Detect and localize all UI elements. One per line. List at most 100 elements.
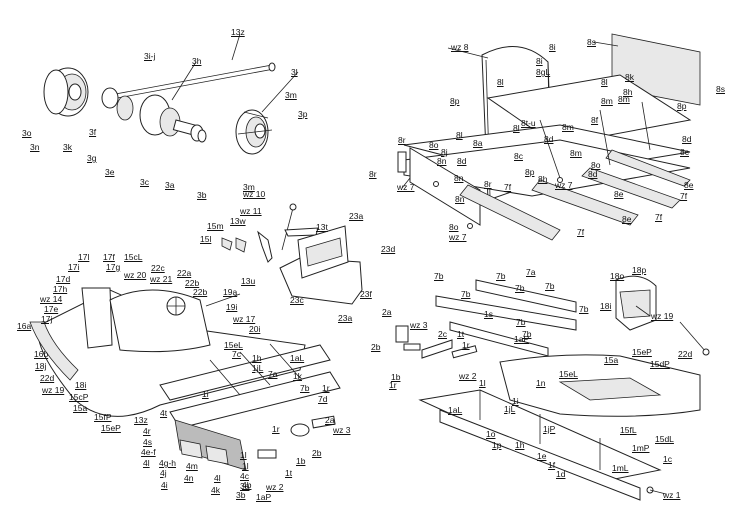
part-label: 3a <box>240 481 250 491</box>
part-label: 7a <box>268 369 278 379</box>
part-label: 8r <box>369 169 377 179</box>
support-post <box>599 109 611 166</box>
part-label: 8n <box>437 156 447 166</box>
part-label: 17e <box>44 304 59 314</box>
bonnet <box>109 289 211 353</box>
part-label: wz 19 <box>651 311 674 321</box>
part-label: 8a <box>473 138 483 148</box>
part-label: 7f <box>504 182 512 192</box>
part-label: 15cP <box>69 392 89 402</box>
part-label: 2b <box>312 448 322 458</box>
part-label: 15cL <box>124 252 143 262</box>
steering-knob <box>289 203 297 211</box>
part-label: 22c <box>151 263 165 273</box>
part-label: 1l <box>240 450 247 460</box>
corner-block <box>397 151 407 173</box>
part-label: 15eP <box>632 347 652 357</box>
part-label: 18j <box>35 361 47 371</box>
part-label: 2b <box>371 342 381 352</box>
part-label: 1f <box>548 460 556 470</box>
axle-spacer <box>116 95 134 121</box>
part-label: 1i <box>512 396 519 406</box>
part-label: 15eP <box>101 423 121 433</box>
support-post <box>539 119 561 179</box>
part-label: 1n <box>536 378 546 388</box>
part-label: wz 1 <box>663 490 681 500</box>
bolt <box>433 181 439 187</box>
part-label: 8d <box>682 134 692 144</box>
part-label: 8c <box>514 151 523 161</box>
steering-bracket <box>257 230 273 263</box>
part-label: 3o <box>22 128 32 138</box>
gear-part <box>205 445 229 465</box>
part-label: 8o <box>429 140 439 150</box>
part-label: 8f <box>591 115 599 125</box>
part-label: 7b <box>579 304 589 314</box>
floor-cutout <box>558 377 662 401</box>
part-label: 15l <box>200 234 212 244</box>
part-label: 3b <box>236 490 246 500</box>
part-label: 7d <box>318 394 328 404</box>
part-label: 1jL <box>252 363 264 373</box>
wheel-left-hub <box>68 83 82 101</box>
part-label: 8l <box>456 130 463 140</box>
part-label: 3i-j <box>144 51 156 61</box>
part-label: 2a <box>382 307 392 317</box>
part-label: 2a <box>325 415 335 425</box>
steering-column <box>281 207 294 251</box>
part-label: wz 2 <box>266 482 284 492</box>
part-label: 17i <box>68 262 80 272</box>
part-label: 17h <box>53 284 68 294</box>
part-label: 3h <box>192 56 202 66</box>
part-label: 15eL <box>559 369 578 379</box>
axle-shaft <box>109 64 273 96</box>
part-label: 15a <box>73 403 88 413</box>
part-label: wz 20 <box>124 270 147 280</box>
part-2c <box>421 339 453 359</box>
part-2b <box>403 343 421 351</box>
part-label: 22d <box>678 349 693 359</box>
part-label: 8i <box>536 56 543 66</box>
part-label: wz 19 <box>42 385 65 395</box>
part-label: 8k <box>625 72 634 82</box>
part-label: 15eL <box>224 340 243 350</box>
part-label: 2c <box>438 329 447 339</box>
bracket-part <box>257 449 277 459</box>
part-label: 8gL <box>536 67 551 77</box>
part-label: 4m <box>186 461 198 471</box>
part-label: 8d <box>588 169 598 179</box>
part-label: 8p <box>677 101 687 111</box>
crank-end <box>702 348 710 356</box>
part-label: 23a <box>349 211 364 221</box>
part-label: 7b <box>434 271 444 281</box>
floor-slat <box>459 184 561 241</box>
part-label: 15dP <box>650 359 670 369</box>
part-label: 1o <box>486 429 496 439</box>
part-label: 1p <box>492 440 502 450</box>
part-label: 1aL <box>290 353 305 363</box>
part-label: 4b <box>242 480 252 490</box>
part-label: 4t <box>160 408 168 418</box>
part-label: 8h <box>623 87 633 97</box>
part-label: 8i <box>549 42 556 52</box>
part-label: 13u <box>241 276 256 286</box>
part-label: 8n <box>454 173 464 183</box>
part-label: wz 7 <box>555 180 573 190</box>
part-label: 8e <box>684 180 694 190</box>
part-label: 4l <box>143 458 150 468</box>
part-label: 1aL <box>448 405 463 415</box>
part-label: 19a <box>223 287 238 297</box>
part-label: 8o <box>449 222 459 232</box>
part-label: 8r <box>484 179 492 189</box>
part-label: 4r <box>143 426 151 436</box>
support-post <box>641 101 651 151</box>
part-label: 3a <box>165 180 175 190</box>
part-label: 1l <box>242 461 249 471</box>
pedal-part <box>221 237 233 251</box>
part-label: 1c <box>663 454 672 464</box>
pedal-part <box>235 237 247 253</box>
part-label: 23a <box>338 313 353 323</box>
axle-shaft-edge <box>111 68 275 100</box>
